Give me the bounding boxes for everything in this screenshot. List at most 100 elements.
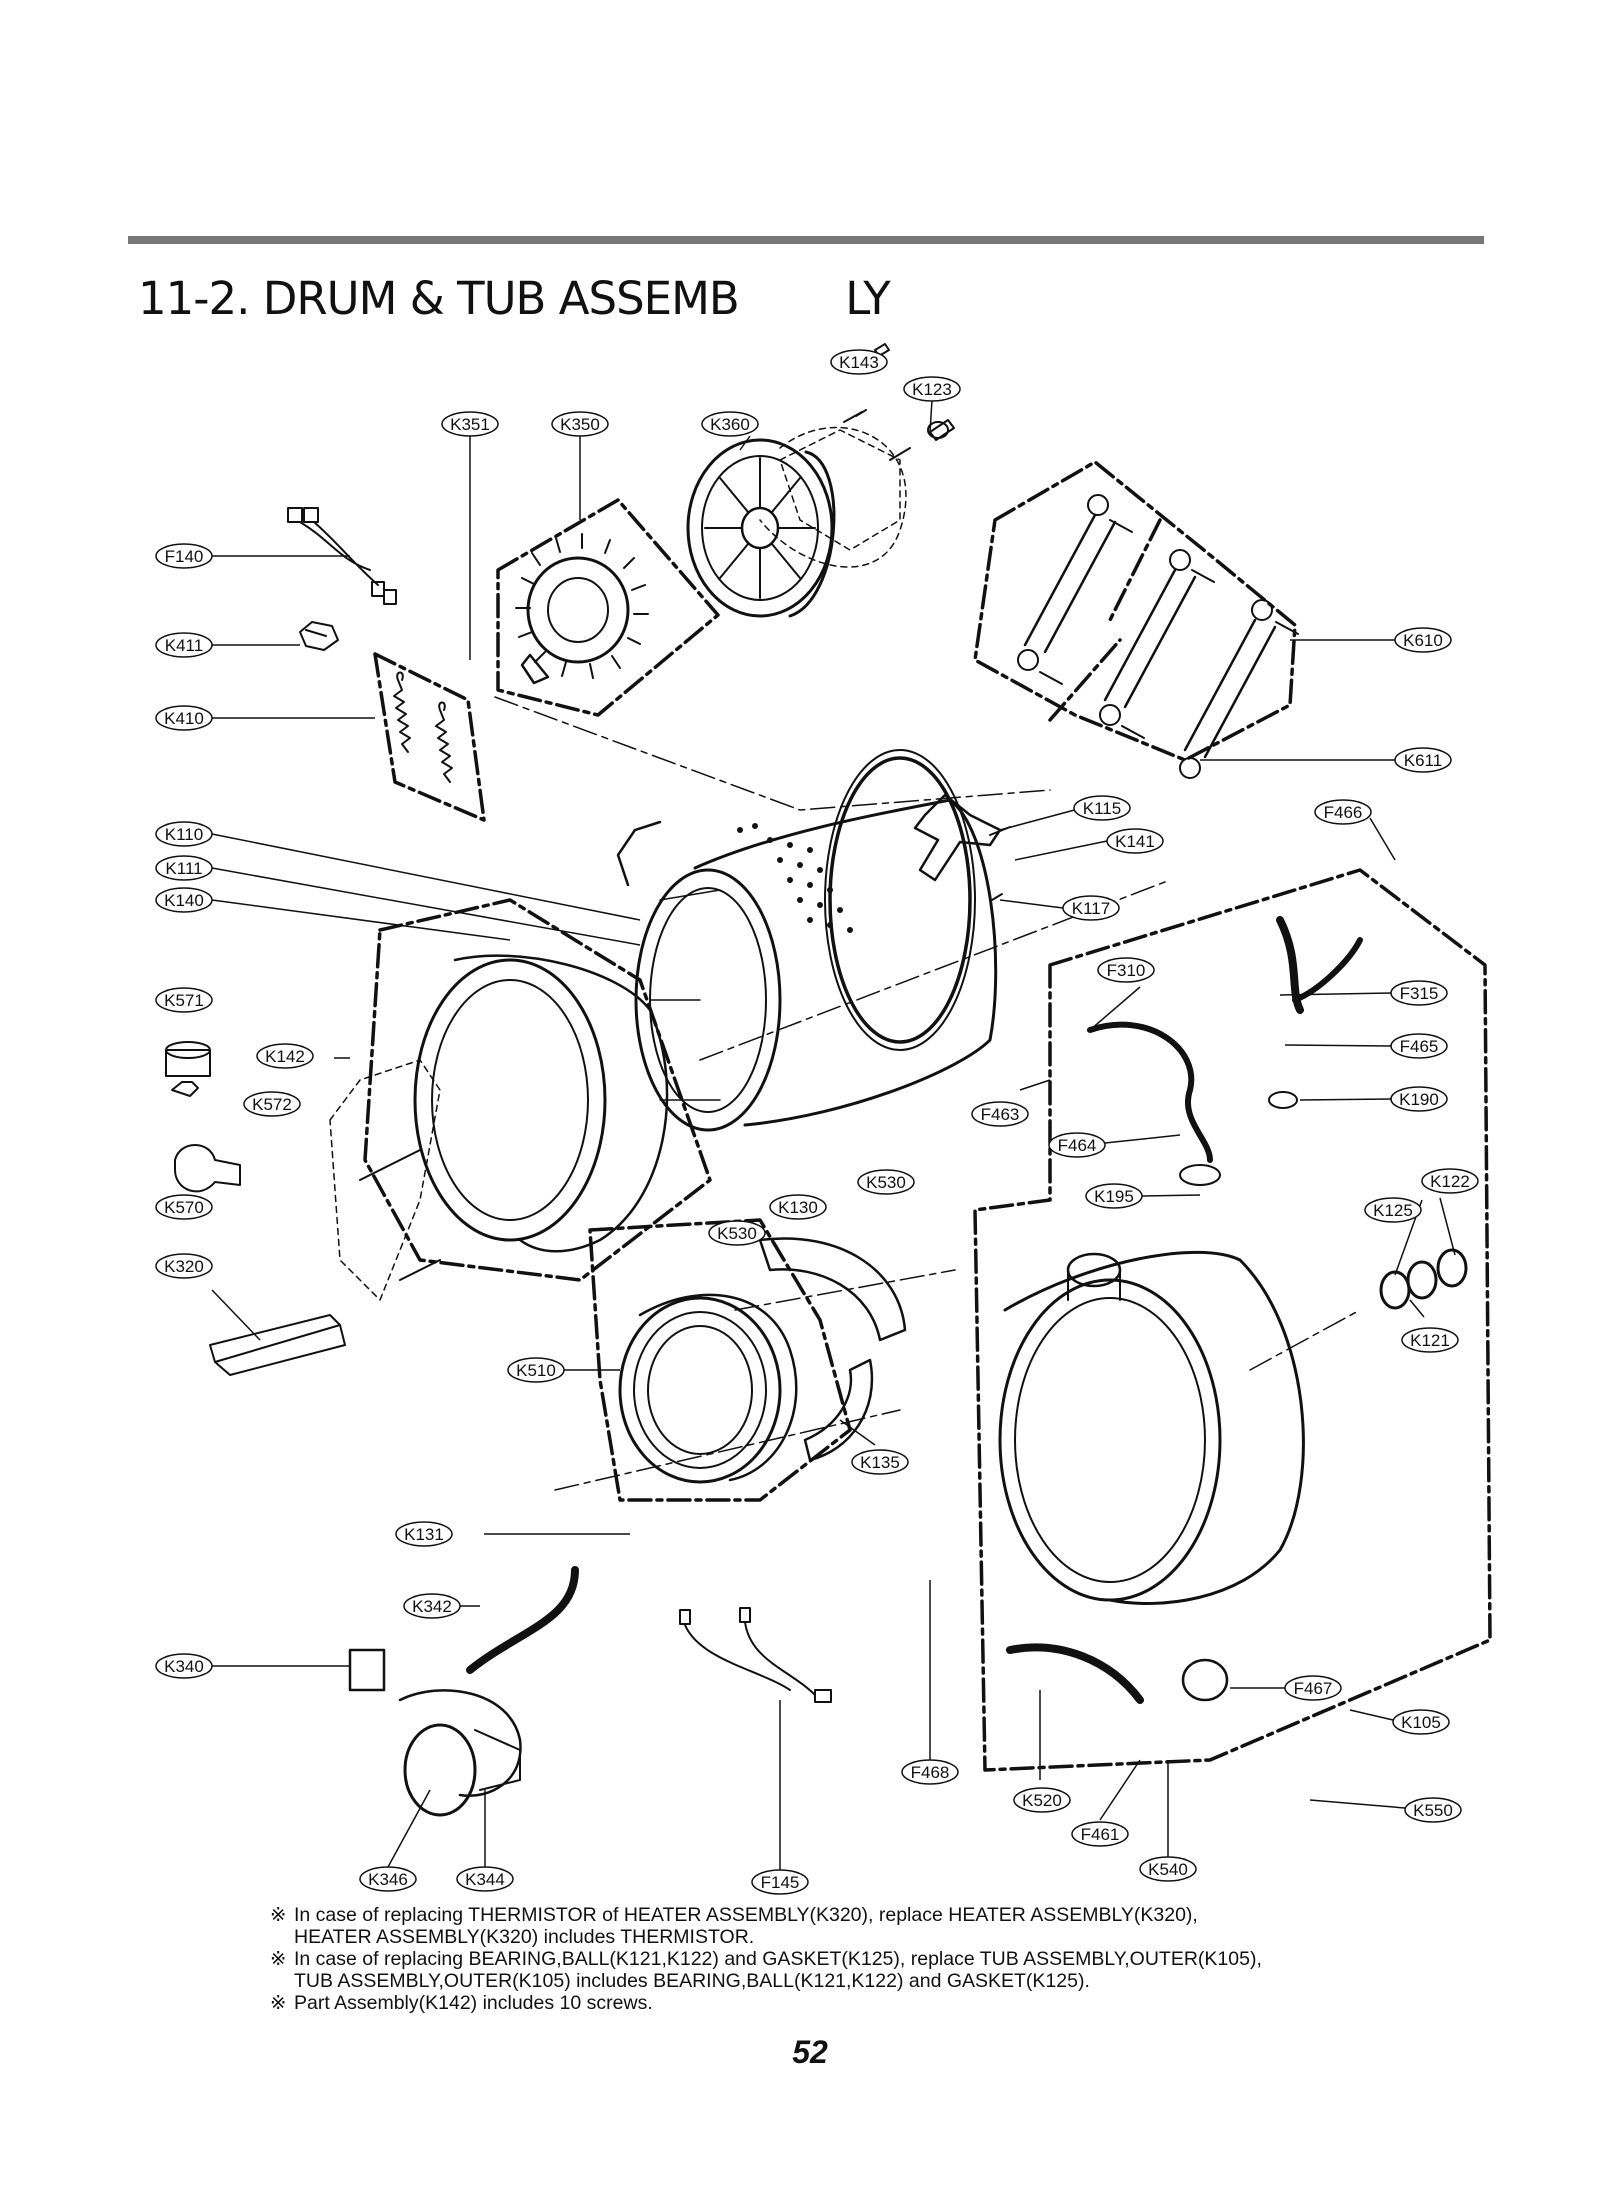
callout-f464: F464 [1048, 1132, 1106, 1158]
callout-k130: K130 [769, 1194, 827, 1220]
callout-k117: K117 [1062, 895, 1120, 921]
bearings [1379, 1248, 1468, 1310]
hose-k342 [466, 1566, 579, 1674]
callout-k110: K110 [155, 821, 213, 847]
callout-k550: K550 [1404, 1797, 1462, 1823]
callout-k611: K611 [1394, 747, 1452, 773]
callout-k571: K571 [155, 987, 213, 1013]
note-mark: ※ [270, 1904, 287, 1926]
callout-label: K111 [165, 859, 202, 878]
callout-f463: F463 [971, 1101, 1029, 1127]
rotor [686, 438, 836, 618]
callout-label: K510 [516, 1361, 556, 1380]
callout-label: K135 [860, 1453, 900, 1472]
callout-label: K611 [1404, 751, 1442, 770]
clip-k411 [299, 621, 339, 651]
callout-k344: K344 [456, 1866, 514, 1892]
page-title: 11-2. DRUM & TUB ASSEMB LY [138, 272, 891, 325]
pump-group [348, 1648, 522, 1817]
drain-hose-k520 [1006, 1643, 1144, 1704]
callout-k346: K346 [359, 1866, 417, 1892]
note-thermistor: ※ In case of replacing THERMISTOR of HEA… [270, 1904, 1370, 1948]
callout-k410: K410 [155, 705, 213, 731]
note-line: Part Assembly(K142) includes 10 screws. [294, 1992, 653, 2014]
callout-label: K123 [912, 380, 952, 399]
callout-label: K130 [778, 1198, 818, 1217]
outer-tub-group [973, 868, 1492, 1772]
springs-group [373, 652, 486, 822]
callout-k190: K190 [1390, 1086, 1448, 1112]
tub-front-group [329, 898, 712, 1301]
callout-label: K344 [465, 1870, 505, 1889]
page-number: 52 [792, 2034, 828, 2070]
notes: ※ In case of replacing THERMISTOR of HEA… [270, 1904, 1370, 2014]
gasket-group [588, 1218, 907, 1502]
callout-f461: F461 [1071, 1821, 1129, 1847]
callout-label: K190 [1399, 1090, 1439, 1109]
wire-harness-f145 [679, 1607, 832, 1703]
callout-f466: F466 [1314, 799, 1372, 825]
callout-label: F310 [1107, 961, 1146, 980]
note-line: HEATER ASSEMBLY(K320) includes THERMISTO… [294, 1926, 755, 1948]
callout-label: K142 [265, 1047, 305, 1066]
callout-k115: K115 [1073, 795, 1131, 821]
callout-label: F315 [1400, 984, 1439, 1003]
callout-label: K121 [1410, 1331, 1450, 1350]
callout-label: K115 [1083, 799, 1121, 818]
note-line: TUB ASSEMBLY,OUTER(K105) includes BEARIN… [294, 1970, 1090, 1992]
shock-absorbers-group [973, 460, 1299, 779]
callout-k105: K105 [1392, 1709, 1450, 1735]
callout-label: K320 [164, 1257, 204, 1276]
callout-label: K346 [368, 1870, 408, 1889]
callout-label: K570 [164, 1198, 204, 1217]
callout-k411: K411 [155, 632, 213, 658]
callout-label: K350 [560, 415, 600, 434]
callout-label: K110 [165, 825, 203, 844]
callout-f145: F145 [751, 1869, 809, 1895]
callouts: K143 K123 K351 K350 K360 F140 K411 K410 … [155, 349, 1479, 1895]
callout-k572: K572 [243, 1091, 301, 1117]
callout-k610: K610 [1394, 627, 1452, 653]
note-line: In case of replacing THERMISTOR of HEATE… [294, 1904, 1198, 1926]
callout-k570: K570 [155, 1194, 213, 1220]
callout-k111: K111 [155, 855, 213, 881]
callout-k351: K351 [441, 411, 499, 437]
callout-label: K540 [1148, 1860, 1188, 1879]
callout-f465: F465 [1390, 1033, 1448, 1059]
hoses-top-right [1087, 916, 1363, 1186]
callout-k350: K350 [551, 411, 609, 437]
callout-k142: K142 [256, 1043, 314, 1069]
callout-label: K131 [404, 1525, 444, 1544]
callout-k320: K320 [155, 1253, 213, 1279]
heater-k320 [209, 1314, 346, 1376]
callout-label: F464 [1058, 1136, 1097, 1155]
wire-harness-f140 [287, 507, 397, 605]
callout-k520: K520 [1013, 1787, 1071, 1813]
callout-label: K520 [1022, 1791, 1062, 1810]
note-line: In case of replacing BEARING,BALL(K121,K… [294, 1948, 1262, 1970]
callout-label: K410 [164, 709, 204, 728]
inner-drum [616, 749, 998, 1132]
callout-f315: F315 [1390, 980, 1448, 1006]
callout-k360: K360 [701, 411, 759, 437]
callout-label: F467 [1294, 1679, 1333, 1698]
leader-lines [211, 349, 1456, 1870]
callout-k131: K131 [395, 1521, 453, 1547]
callout-label: K105 [1401, 1713, 1441, 1732]
callout-k135: K135 [851, 1449, 909, 1475]
header-rule [128, 236, 1484, 244]
callout-f468: F468 [901, 1759, 959, 1785]
small-parts-left [165, 1041, 241, 1193]
callout-label: K125 [1373, 1201, 1413, 1220]
callout-label: K530 [866, 1173, 906, 1192]
callout-k340: K340 [155, 1653, 213, 1679]
callout-label: K141 [1115, 832, 1155, 851]
callout-label: K360 [710, 415, 750, 434]
callout-label: K122 [1430, 1172, 1470, 1191]
callout-f467: F467 [1284, 1675, 1342, 1701]
callout-label: K140 [164, 891, 204, 910]
callout-k530-left: K530 [708, 1220, 766, 1246]
callout-label: F466 [1324, 803, 1363, 822]
callout-label: K411 [165, 636, 203, 655]
